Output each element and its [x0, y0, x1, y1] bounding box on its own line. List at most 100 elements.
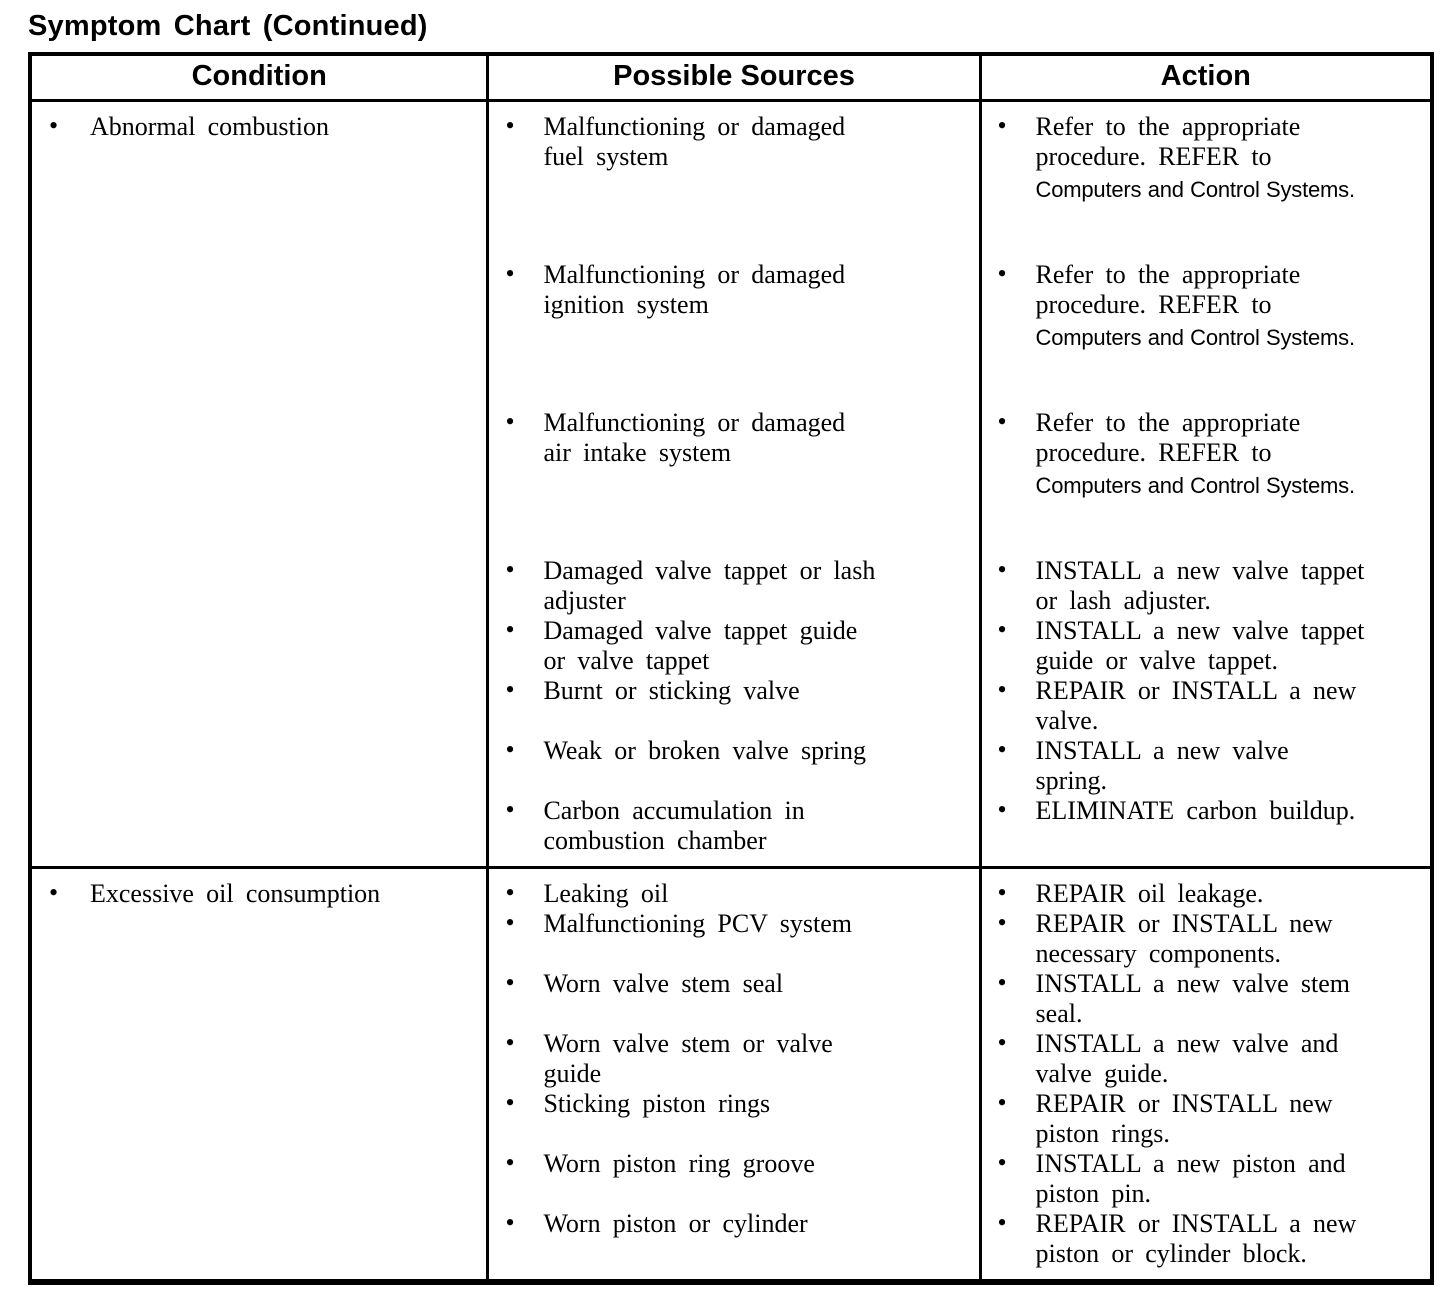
- source-item: • Sticking piston rings: [503, 1088, 978, 1119]
- action-cell: • Refer to the appropriate procedure. RE…: [978, 259, 1432, 408]
- sources-cell: • Worn piston or cylinder: [486, 1208, 981, 1282]
- table-row: • Worn piston or cylinder • REPAIR or IN…: [30, 1208, 1432, 1282]
- bullet-icon: •: [505, 407, 515, 436]
- source-text: Worn valve stem seal: [543, 969, 784, 998]
- action-text: INSTALL a new valve and valve guide.: [1035, 1029, 1339, 1088]
- bullet-icon: •: [997, 878, 1007, 907]
- table-row: • Excessive oil consumption • Leaking oi…: [30, 867, 1432, 909]
- bullet-icon: •: [505, 878, 515, 907]
- sources-cell: • Worn valve stem or valve guide: [486, 1028, 981, 1089]
- source-text: Weak or broken valve spring: [543, 736, 867, 765]
- sources-cell: • Worn valve stem seal: [486, 968, 981, 1029]
- action-cell: • INSTALL a new valve spring.: [978, 735, 1432, 796]
- source-item: • Carbon accumulation in combustion cham…: [503, 795, 978, 856]
- source-text: Malfunctioning PCV system: [543, 909, 852, 938]
- bullet-icon: •: [997, 1148, 1007, 1177]
- action-item: • INSTALL a new valve tappet or lash adj…: [996, 555, 1430, 616]
- bullet-icon: •: [997, 795, 1007, 824]
- source-item: • Weak or broken valve spring: [503, 735, 978, 766]
- sources-cell: • Sticking piston rings: [486, 1088, 981, 1149]
- table-row: • Malfunctioning or damaged air intake s…: [30, 407, 1432, 556]
- column-header-possible-sources: Possible Sources: [486, 54, 981, 102]
- bullet-icon: •: [997, 1208, 1007, 1237]
- source-item: • Leaking oil: [503, 878, 978, 909]
- bullet-icon: •: [505, 615, 515, 644]
- action-item: • ELIMINATE carbon buildup.: [996, 795, 1430, 826]
- bullet-icon: •: [505, 1088, 515, 1117]
- condition-item: • Abnormal combustion: [47, 111, 486, 142]
- action-item: • REPAIR or INSTALL new piston rings.: [996, 1088, 1430, 1149]
- action-text: REPAIR oil leakage.: [1035, 879, 1264, 908]
- condition-text: Abnormal combustion: [90, 112, 329, 141]
- bullet-icon: •: [997, 259, 1007, 288]
- bullet-icon: •: [997, 1088, 1007, 1117]
- table-row: • Worn piston ring groove • INSTALL a ne…: [30, 1148, 1432, 1209]
- action-note: Computers and Control Systems.: [1035, 177, 1356, 202]
- column-header-condition: Condition: [30, 54, 488, 102]
- table-row: • Sticking piston rings • REPAIR or INST…: [30, 1088, 1432, 1149]
- bullet-icon: •: [505, 968, 515, 997]
- action-cell: • INSTALL a new valve stem seal.: [978, 968, 1432, 1029]
- source-text: Leaking oil: [543, 879, 669, 908]
- table-header-row: Condition Possible Sources Action: [30, 54, 1432, 102]
- bullet-icon: •: [997, 675, 1007, 704]
- source-item: • Damaged valve tappet or lash adjuster: [503, 555, 978, 616]
- condition-item: • Excessive oil consumption: [47, 878, 486, 909]
- action-cell: • REPAIR or INSTALL a new piston or cyli…: [978, 1208, 1432, 1282]
- action-cell: • REPAIR oil leakage.: [978, 867, 1432, 909]
- action-item: • REPAIR oil leakage.: [996, 878, 1430, 909]
- bullet-icon: •: [997, 555, 1007, 584]
- action-item: • Refer to the appropriate procedure. RE…: [996, 111, 1430, 205]
- source-text: Malfunctioning or damaged air intake sys…: [543, 408, 846, 467]
- action-text: REPAIR or INSTALL a new valve.: [1035, 676, 1357, 735]
- table-row: • Damaged valve tappet guide or valve ta…: [30, 615, 1432, 676]
- action-text: ELIMINATE carbon buildup.: [1035, 796, 1356, 825]
- condition-text: Excessive oil consumption: [90, 879, 381, 908]
- bullet-icon: •: [997, 735, 1007, 764]
- action-text: INSTALL a new valve spring.: [1035, 736, 1289, 795]
- action-cell: • REPAIR or INSTALL new necessary compon…: [978, 908, 1432, 969]
- bullet-icon: •: [505, 735, 515, 764]
- action-item: • INSTALL a new valve and valve guide.: [996, 1028, 1430, 1089]
- table-row: • Burnt or sticking valve • REPAIR or IN…: [30, 675, 1432, 736]
- source-text: Malfunctioning or damaged ignition syste…: [543, 260, 846, 319]
- sources-cell: • Malfunctioning or damaged fuel system: [486, 100, 981, 260]
- row-abnormal-combustion: • Abnormal combustion • Malfunctioning o…: [30, 100, 1432, 868]
- symptom-chart-table: Condition Possible Sources Action • Abno…: [28, 52, 1434, 1285]
- action-cell: • ELIMINATE carbon buildup.: [978, 795, 1432, 868]
- source-item: • Burnt or sticking valve: [503, 675, 978, 706]
- source-item: • Malfunctioning PCV system: [503, 908, 978, 939]
- source-item: • Malfunctioning or damaged fuel system: [503, 111, 978, 172]
- sources-cell: • Leaking oil: [486, 867, 981, 909]
- action-cell: • REPAIR or INSTALL a new valve.: [978, 675, 1432, 736]
- condition-cell: • Excessive oil consumption: [30, 868, 488, 1283]
- action-item: • Refer to the appropriate procedure. RE…: [996, 407, 1430, 501]
- source-text: Sticking piston rings: [543, 1089, 771, 1118]
- action-cell: • INSTALL a new valve and valve guide.: [978, 1028, 1432, 1089]
- source-text: Worn piston ring groove: [543, 1149, 815, 1178]
- bullet-icon: •: [505, 908, 515, 937]
- bullet-icon: •: [997, 968, 1007, 997]
- bullet-icon: •: [505, 555, 515, 584]
- action-item: • INSTALL a new piston and piston pin.: [996, 1148, 1430, 1209]
- source-text: Damaged valve tappet or lash adjuster: [543, 556, 876, 615]
- bullet-icon: •: [505, 111, 515, 140]
- action-text: INSTALL a new valve stem seal.: [1035, 969, 1350, 1028]
- source-text: Worn valve stem or valve guide: [543, 1029, 833, 1088]
- bullet-icon: •: [49, 111, 59, 140]
- table-row: • Worn valve stem seal • INSTALL a new v…: [30, 968, 1432, 1029]
- sources-cell: • Malfunctioning or damaged air intake s…: [486, 407, 981, 556]
- bullet-icon: •: [505, 795, 515, 824]
- source-text: Worn piston or cylinder: [543, 1209, 808, 1238]
- table-row: • Damaged valve tappet or lash adjuster …: [30, 555, 1432, 616]
- sources-cell: • Malfunctioning PCV system: [486, 908, 981, 969]
- action-text: INSTALL a new piston and piston pin.: [1035, 1149, 1346, 1208]
- action-item: • INSTALL a new valve stem seal.: [996, 968, 1430, 1029]
- bullet-icon: •: [997, 407, 1007, 436]
- action-cell: • INSTALL a new valve tappet or lash adj…: [978, 555, 1432, 616]
- bullet-icon: •: [505, 1208, 515, 1237]
- table-row: • Malfunctioning or damaged ignition sys…: [30, 259, 1432, 408]
- action-text: INSTALL a new valve tappet guide or valv…: [1035, 616, 1365, 675]
- source-item: • Damaged valve tappet guide or valve ta…: [503, 615, 978, 676]
- bullet-icon: •: [49, 878, 59, 907]
